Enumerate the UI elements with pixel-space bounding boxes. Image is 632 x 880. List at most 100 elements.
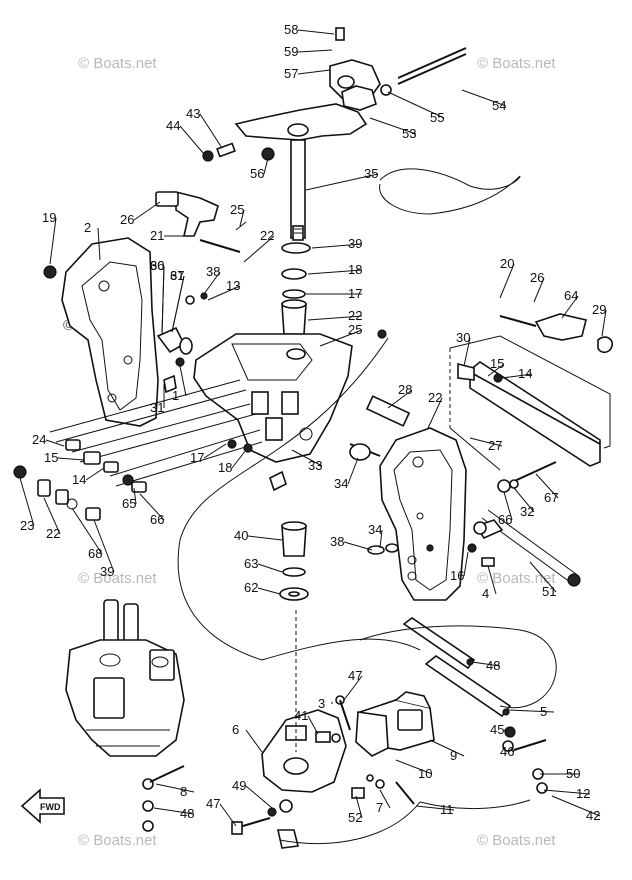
- callout-leader-67: [535, 473, 559, 499]
- left-clamp-bracket: [43, 237, 193, 427]
- part-number-68: 68: [88, 546, 102, 561]
- bottom-hardware: [142, 765, 299, 849]
- part-number-7: 7: [376, 800, 383, 815]
- callout-leader-60: [161, 265, 165, 335]
- tilt-tubes: [49, 379, 581, 587]
- part-number-13: 13: [226, 278, 240, 293]
- callout-leader-40: [247, 535, 283, 541]
- part-number-52: 52: [348, 810, 362, 825]
- part-number-61: 61: [170, 268, 184, 283]
- callout-leader-48: [471, 661, 501, 667]
- callout-leader-17: [203, 443, 227, 459]
- tilt-stopper: [155, 190, 614, 471]
- callout-leader-26: [133, 201, 161, 221]
- callout-leader-46: [511, 747, 515, 753]
- callout-leader-14: [501, 373, 533, 379]
- callout-leader-9: [429, 739, 465, 757]
- part-number-26: 26: [120, 212, 134, 227]
- callout-leader-22: [243, 235, 275, 263]
- callout-leader-51: [529, 561, 557, 593]
- callout-leader-35: [305, 173, 379, 191]
- callout-leader-19: [49, 217, 57, 265]
- part-number-2: 2: [84, 220, 91, 235]
- part-number-55: 55: [430, 110, 444, 125]
- part-number-35: 35: [364, 166, 378, 181]
- callout-leader-47: [219, 803, 237, 827]
- part-number-22: 22: [260, 228, 274, 243]
- callout-leader-68: [71, 507, 103, 555]
- part-number-19: 19: [42, 210, 56, 225]
- part-number-15: 15: [490, 356, 504, 371]
- part-number-40: 40: [234, 528, 248, 543]
- callout-leader-10: [395, 759, 433, 775]
- part-number-57: 57: [284, 66, 298, 81]
- callout-leader-2: [97, 227, 101, 261]
- part-number-26: 26: [530, 270, 544, 285]
- part-number-14: 14: [72, 472, 86, 487]
- callout-leader-41: [307, 715, 319, 735]
- watermark-mid-right: © Boats.net: [477, 570, 556, 587]
- part-number-48: 48: [180, 806, 194, 821]
- callout-leader-57: [297, 69, 331, 75]
- part-number-34: 34: [368, 522, 382, 537]
- right-hardware: [163, 292, 557, 567]
- callout-leader-39: [311, 243, 363, 249]
- callout-leader-66: [503, 491, 513, 521]
- callout-leader-55: [387, 91, 445, 119]
- part-number-36: 36: [150, 258, 164, 273]
- callout-leader-58: [297, 29, 335, 35]
- callout-leader-61: [171, 275, 185, 333]
- part-number-45: 45: [490, 722, 504, 737]
- left-hardware: [13, 439, 147, 521]
- callout-leader-59: [297, 49, 333, 53]
- callout-leader-30: [463, 337, 471, 367]
- callout-leader-5: [507, 709, 555, 713]
- fwd-arrow: FWD: [20, 788, 65, 824]
- callout-leader-26: [533, 277, 545, 303]
- part-number-51: 51: [542, 584, 556, 599]
- callout-leader-43: [199, 113, 223, 149]
- part-number-59: 59: [284, 44, 298, 59]
- part-number-24: 24: [32, 432, 46, 447]
- part-number-63: 63: [244, 556, 258, 571]
- part-number-66: 66: [498, 512, 512, 527]
- watermark-top-left: © Boats.net: [78, 55, 157, 72]
- callout-leader-27: [469, 437, 503, 447]
- callout-leader-8: [155, 783, 195, 793]
- part-number-50: 50: [566, 766, 580, 781]
- callout-leader-38: [203, 271, 221, 295]
- callout-leader-56: [263, 157, 269, 175]
- callout-leader-22: [427, 397, 443, 429]
- part-number-4: 4: [482, 586, 489, 601]
- watermark-top-right: © Boats.net: [477, 55, 556, 72]
- callout-leader-20: [499, 263, 515, 299]
- anode-plates: [359, 617, 557, 794]
- part-number-22: 22: [348, 308, 362, 323]
- part-number-23: 23: [20, 518, 34, 533]
- swivel-bracket: [193, 333, 353, 463]
- part-number-15: 15: [44, 450, 58, 465]
- part-number-8: 8: [180, 784, 187, 799]
- callout-leader-64: [561, 295, 579, 319]
- part-number-56: 56: [250, 166, 264, 181]
- callout-leader-34: [347, 457, 359, 485]
- callout-leader-53: [369, 117, 417, 135]
- part-number-58: 58: [284, 22, 298, 37]
- wiring: [177, 337, 531, 845]
- callout-leader-4: [487, 565, 497, 595]
- callout-leader-15: [487, 363, 505, 377]
- part-number-25: 25: [230, 202, 244, 217]
- callout-leader-25: [319, 329, 363, 347]
- right-clamp-bracket: [379, 427, 467, 601]
- callout-leader-49: [245, 785, 273, 809]
- part-number-20: 20: [500, 256, 514, 271]
- part-number-62: 62: [244, 580, 258, 595]
- part-number-22: 22: [46, 526, 60, 541]
- callout-leader-25: [239, 209, 245, 227]
- part-number-54: 54: [492, 98, 506, 113]
- fwd-arrow-icon: [20, 788, 65, 824]
- callout-leader-12: [543, 789, 591, 795]
- callout-leader-16: [463, 551, 469, 577]
